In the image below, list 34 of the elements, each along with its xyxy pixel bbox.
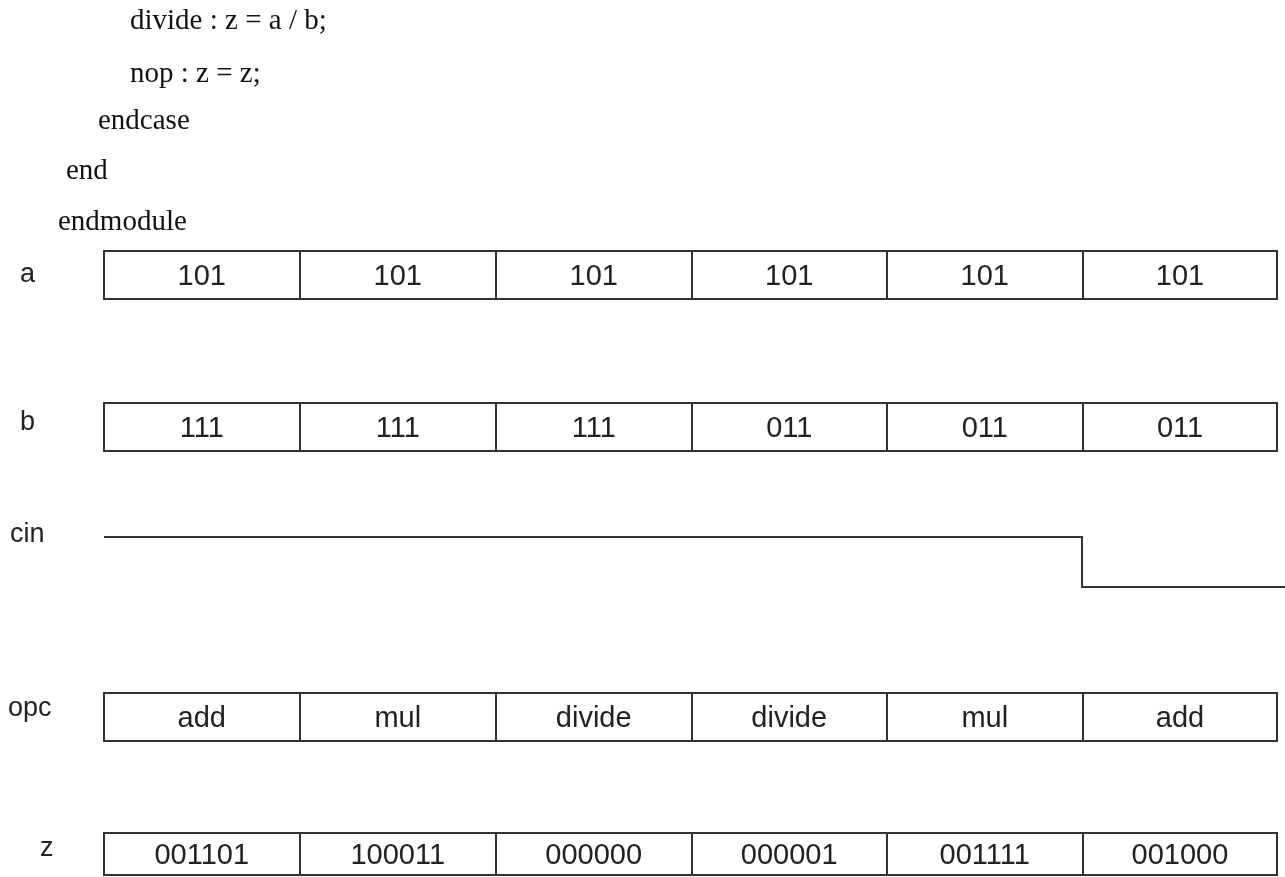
bus-value-cell: 001111 xyxy=(886,832,1084,876)
bus-value-cell: 000000 xyxy=(495,832,693,876)
bus-value-cell: 111 xyxy=(299,402,497,452)
bus-value-cell: 011 xyxy=(691,402,888,452)
signal-name: z xyxy=(40,834,54,861)
bus-value-cell: add xyxy=(103,692,301,742)
signal-name: cin xyxy=(10,520,45,547)
bus-value-cell: 001101 xyxy=(103,832,301,876)
bus-value-cell: divide xyxy=(495,692,693,742)
bus-value-cell: 001000 xyxy=(1082,832,1278,876)
bus-value-cell: 111 xyxy=(103,402,301,452)
bus-value-cell: add xyxy=(1082,692,1278,742)
bus-value-cell: 100011 xyxy=(299,832,497,876)
bus-value-cell: mul xyxy=(886,692,1084,742)
code-line: divide : z = a / b; xyxy=(130,5,327,34)
code-line: nop : z = z; xyxy=(130,58,261,87)
code-line: endcase xyxy=(98,105,190,134)
bus-value-cell: 101 xyxy=(103,250,301,300)
bus-value-cell: 101 xyxy=(495,250,693,300)
bus-value-cell: 000001 xyxy=(691,832,888,876)
bus-value-cell: 011 xyxy=(1082,402,1278,452)
bus-value-cell: divide xyxy=(691,692,888,742)
code-line: end xyxy=(66,155,108,184)
bus-value-cell: 101 xyxy=(691,250,888,300)
bus-value-cell: 101 xyxy=(1082,250,1278,300)
code-line: endmodule xyxy=(58,206,187,235)
bus-value-cell: mul xyxy=(299,692,497,742)
signal-name: a xyxy=(20,260,36,287)
bus-value-cell: 011 xyxy=(886,402,1084,452)
signal-name: opc xyxy=(8,694,52,721)
bus-value-cell: 111 xyxy=(495,402,693,452)
signal-name: b xyxy=(20,408,36,435)
bus-value-cell: 101 xyxy=(886,250,1084,300)
bus-value-cell: 101 xyxy=(299,250,497,300)
